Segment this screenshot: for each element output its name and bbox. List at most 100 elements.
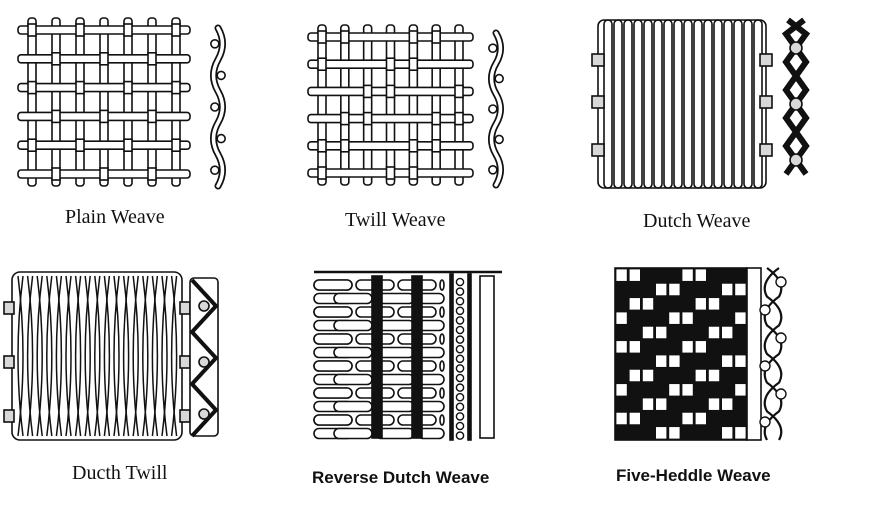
twisted-wire-b (26, 275, 34, 437)
weft-segment (313, 360, 353, 372)
crossing (99, 109, 109, 124)
heddle-cell (734, 383, 747, 397)
heddle-cell (721, 397, 734, 411)
crossing (385, 57, 396, 72)
heddle-cell (694, 268, 707, 282)
warp-wire (340, 24, 350, 186)
heddle-cell (708, 325, 721, 340)
warp-wire (733, 19, 743, 189)
twisted-wire-b (74, 275, 82, 437)
crossing (99, 167, 109, 181)
crossing (147, 109, 157, 124)
profile-circle (455, 344, 465, 354)
heddle-cell (628, 368, 641, 383)
crossing (27, 23, 37, 37)
warp-wire (408, 24, 419, 186)
profile-circle (455, 306, 465, 316)
twisted-wire-b (84, 275, 91, 437)
warp-wire (613, 19, 623, 189)
profile-circle (455, 402, 465, 412)
braid-circle (775, 276, 787, 288)
weft-stub-left (3, 409, 15, 423)
warp-wire (623, 19, 633, 189)
weft-stub-right (759, 53, 773, 67)
profile-circle (216, 70, 226, 81)
twisted-wire-b (103, 275, 111, 437)
profile-circle (488, 43, 498, 54)
twisted-wire-b (170, 275, 178, 437)
heddle-cell (655, 325, 668, 340)
profile-circle (488, 104, 498, 114)
heddle-cell (655, 282, 668, 297)
weft-segment (313, 414, 353, 426)
crossing (317, 57, 327, 72)
crossing (123, 80, 133, 95)
crossing (123, 23, 133, 37)
crossing (408, 30, 419, 44)
dutch-profile-b (781, 17, 810, 176)
profile-circle (455, 316, 465, 325)
heddle-ground (614, 267, 748, 441)
weft-stub-left (3, 355, 15, 369)
heddle-cell (708, 397, 721, 411)
warp-wire (51, 17, 61, 187)
weft-segment (313, 279, 353, 291)
braid-circle (775, 332, 787, 344)
twisted-wire-b (161, 275, 168, 437)
dutch-weave-caption: Dutch Weave (643, 210, 751, 232)
twisted-wire-a (84, 275, 91, 437)
warp-wire (385, 24, 396, 186)
warp-wire (653, 19, 663, 189)
heddle-cell (668, 311, 681, 325)
warp-wire (603, 19, 613, 189)
twisted-wire-b (46, 275, 53, 437)
crossing (408, 139, 419, 153)
reverse-dutch-illustration (313, 270, 502, 441)
warp-wire (123, 17, 133, 187)
profile-circle (455, 364, 465, 373)
warp-wire (673, 19, 683, 189)
profile-circle (455, 373, 465, 383)
crossing (454, 111, 464, 126)
braid-circle (775, 388, 787, 400)
heddle-cell (655, 397, 668, 411)
heddle-cell (681, 383, 694, 397)
warp-wire (27, 17, 37, 187)
twisted-wire-b (151, 275, 159, 437)
heddle-cell (615, 411, 628, 426)
weft-stub-right (179, 355, 191, 369)
crossing (123, 138, 133, 152)
crossing (171, 23, 181, 37)
weft-stub-right (179, 301, 191, 315)
twill-profile-inner (489, 31, 503, 187)
weft-segment (439, 306, 445, 318)
crossing (99, 51, 109, 66)
crossing (317, 139, 327, 153)
weft-stub-left (3, 301, 15, 315)
dutch-weave-illustration (591, 17, 811, 189)
heddle-cell (721, 354, 734, 368)
heddle-cell (628, 297, 641, 311)
braid-circle (759, 360, 771, 372)
crossing (408, 57, 419, 72)
warp-wire (683, 19, 693, 189)
crossing (171, 138, 181, 152)
weft-wire (307, 113, 474, 124)
warp-wire (703, 19, 713, 189)
weft-segment (313, 333, 353, 345)
heddle-cell (681, 311, 694, 325)
twisted-wire-b (94, 275, 101, 437)
crossing (340, 111, 350, 126)
dutch-profile-a (782, 17, 811, 176)
weft-segment (439, 279, 445, 291)
twisted-wire-b (36, 275, 43, 437)
profile-circle (455, 325, 465, 335)
weft-segment (333, 346, 373, 359)
warp-bar (371, 275, 383, 439)
weft-segment (333, 319, 373, 332)
profile-circle (488, 165, 498, 175)
crossing (51, 167, 61, 181)
crossing (171, 80, 181, 95)
twisted-wire-a (94, 275, 101, 437)
heddle-cell (734, 354, 747, 368)
